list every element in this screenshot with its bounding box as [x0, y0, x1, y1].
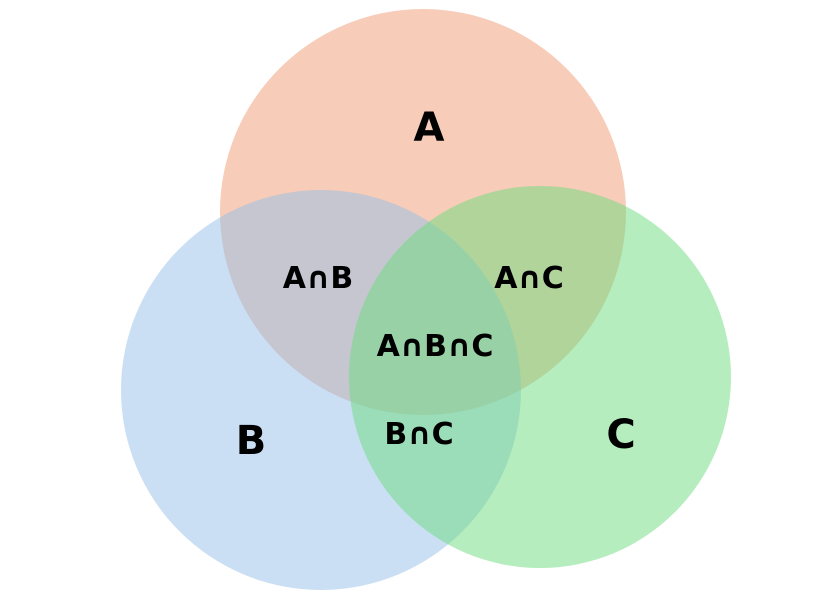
- label-c: C: [606, 412, 635, 458]
- labels: A B C A∩B A∩C A∩B∩C B∩C: [236, 105, 636, 464]
- label-b: B: [236, 418, 267, 464]
- circle-c: [349, 186, 731, 568]
- set-circles: [121, 9, 731, 590]
- label-a-intersect-b: A∩B: [283, 261, 353, 296]
- label-b-intersect-c: B∩C: [384, 417, 453, 452]
- label-a: A: [414, 105, 445, 151]
- label-a-intersect-b-intersect-c: A∩B∩C: [377, 329, 494, 364]
- label-a-intersect-c: A∩C: [494, 261, 564, 296]
